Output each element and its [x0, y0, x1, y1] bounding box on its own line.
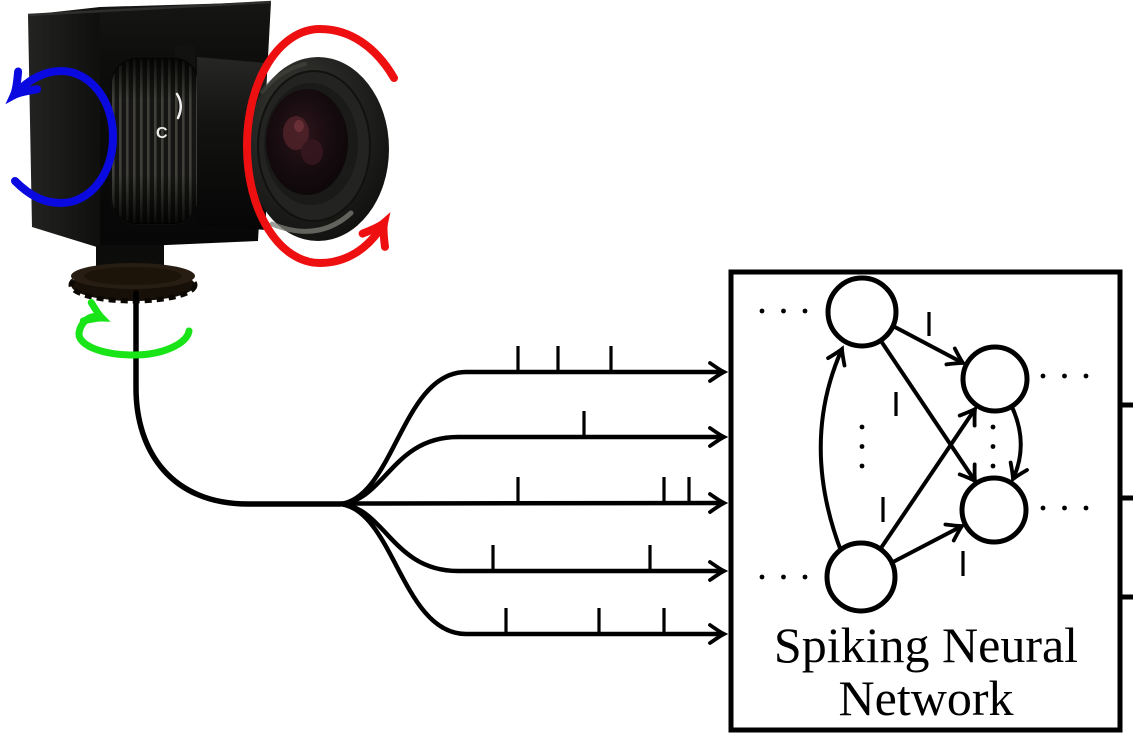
edge-bottomin-to-topout	[879, 405, 978, 550]
ellipsis-horizontal-dot	[1062, 373, 1067, 379]
spike-train-line-1	[339, 361, 729, 507]
snn-neurons	[824, 275, 1030, 614]
edge-bottom-to-top-input	[818, 345, 847, 552]
snn-box-border	[728, 269, 1123, 733]
edge-topin-to-bottomout	[879, 339, 978, 485]
ellipsis-horizontal-dot	[1083, 373, 1089, 379]
ellipsis-vertical-dot	[859, 463, 865, 469]
camera-body-left-face	[28, 7, 100, 248]
ellipsis-horizontal-dot	[781, 308, 786, 314]
neuron-input-layer-bottom-neuron	[824, 540, 898, 614]
snn-internal-spikes	[881, 312, 965, 576]
ellipsis-vertical-dot	[990, 463, 996, 469]
ellipsis-vertical-dot	[859, 424, 865, 430]
snn-ellipsis-dots	[759, 308, 1089, 580]
body-rotation-arrow	[5, 66, 118, 208]
tripod-mount-wheel-inner	[84, 267, 182, 285]
camera-body-top-edge	[27, 0, 272, 17]
ellipsis-vertical-dot	[859, 444, 865, 449]
spike-train-line-4	[339, 501, 729, 582]
neuron-input-layer-top-neuron	[825, 275, 899, 349]
input-spike-ticks	[491, 346, 691, 632]
mount-yaw-rotation-arrow	[75, 299, 193, 359]
edge-bottomin-to-bottomout	[892, 522, 966, 564]
camera-cable	[133, 290, 343, 507]
ellipsis-horizontal-dot	[1040, 373, 1046, 379]
snn-label-line2: Network	[839, 670, 1014, 726]
lens-white-index-mark	[175, 92, 182, 120]
ellipsis-horizontal-dot	[802, 574, 808, 580]
lens-rim-highlight	[269, 210, 354, 234]
neuron-output-layer-bottom-neuron	[959, 475, 1029, 545]
edge-topin-to-topout	[892, 324, 967, 367]
ellipsis-horizontal-dot	[759, 574, 765, 580]
snn-edges	[818, 324, 1029, 564]
snn-box: Spiking Neural Network	[728, 269, 1133, 733]
spike-train-line-3	[339, 492, 729, 514]
lens-glass-glint	[301, 139, 323, 165]
lens-glass-glint	[294, 120, 304, 132]
edge-topout-to-bottomout	[1008, 406, 1029, 483]
lens-ring-shading	[111, 58, 199, 224]
ellipsis-horizontal-dot	[759, 308, 765, 314]
ellipsis-vertical-dot	[990, 444, 996, 449]
spike-train-line-2	[339, 426, 729, 507]
lens-rim-highlight-top	[260, 62, 307, 94]
lens-c-marking: C	[156, 125, 168, 142]
ellipsis-horizontal-dot	[1040, 505, 1046, 511]
event-camera: C	[27, 0, 389, 304]
snn-label-line1: Spiking Neural	[774, 617, 1078, 673]
spike-train-lines	[339, 361, 729, 645]
ellipsis-horizontal-dot	[1083, 505, 1089, 511]
ellipsis-horizontal-dot	[1062, 505, 1067, 511]
spike-train-line-5	[339, 501, 729, 645]
ellipsis-horizontal-dot	[781, 574, 786, 580]
lens-roll-rotation-arrow	[242, 24, 398, 268]
snn-output-stubs	[1118, 402, 1133, 600]
ellipsis-vertical-dot	[990, 424, 996, 430]
neuron-output-layer-top-neuron	[960, 344, 1030, 414]
ellipsis-horizontal-dot	[802, 308, 808, 314]
